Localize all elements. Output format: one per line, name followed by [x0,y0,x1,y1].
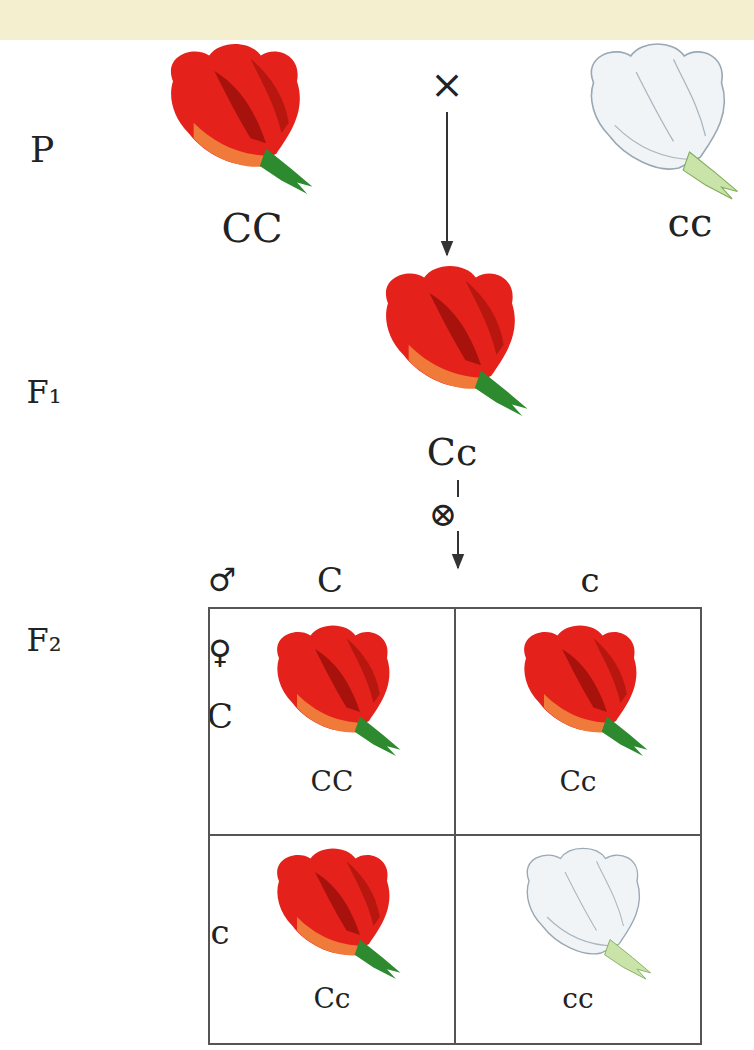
generation-label: P [30,132,54,168]
genotype: Cc [310,984,353,1014]
red-flower [386,266,528,416]
gamete: C [207,699,233,733]
top-band [0,0,754,40]
red-flower [277,625,400,756]
genotype: cc [559,984,596,1014]
punnett-cell: cc [454,834,702,1045]
white-flower [591,44,737,199]
gamete: c [580,563,599,597]
generation-label: F₂ [26,624,61,656]
red-flower [171,44,313,194]
gamete: C [317,563,343,597]
generation-label: F₁ [26,376,61,408]
selfing-symbol: ⊗ [427,497,460,531]
punnett-cell: Cc [208,834,456,1045]
red-flower [277,848,400,979]
male-symbol: ♂ [208,564,237,596]
genotype: Cc [556,767,599,797]
genotype: Cc [427,433,477,471]
genotype: CC [308,767,357,797]
punnett-cell: Cc [454,607,702,836]
genotype: CC [221,208,282,248]
female-symbol: ♀ [208,636,231,668]
punnett-cell: CC [208,607,456,836]
red-flower [524,625,647,756]
gamete: c [210,915,229,949]
white-flower [527,848,650,979]
genotype: cc [668,202,713,242]
cross-symbol: × [430,64,464,104]
cross-arrow [446,112,448,255]
